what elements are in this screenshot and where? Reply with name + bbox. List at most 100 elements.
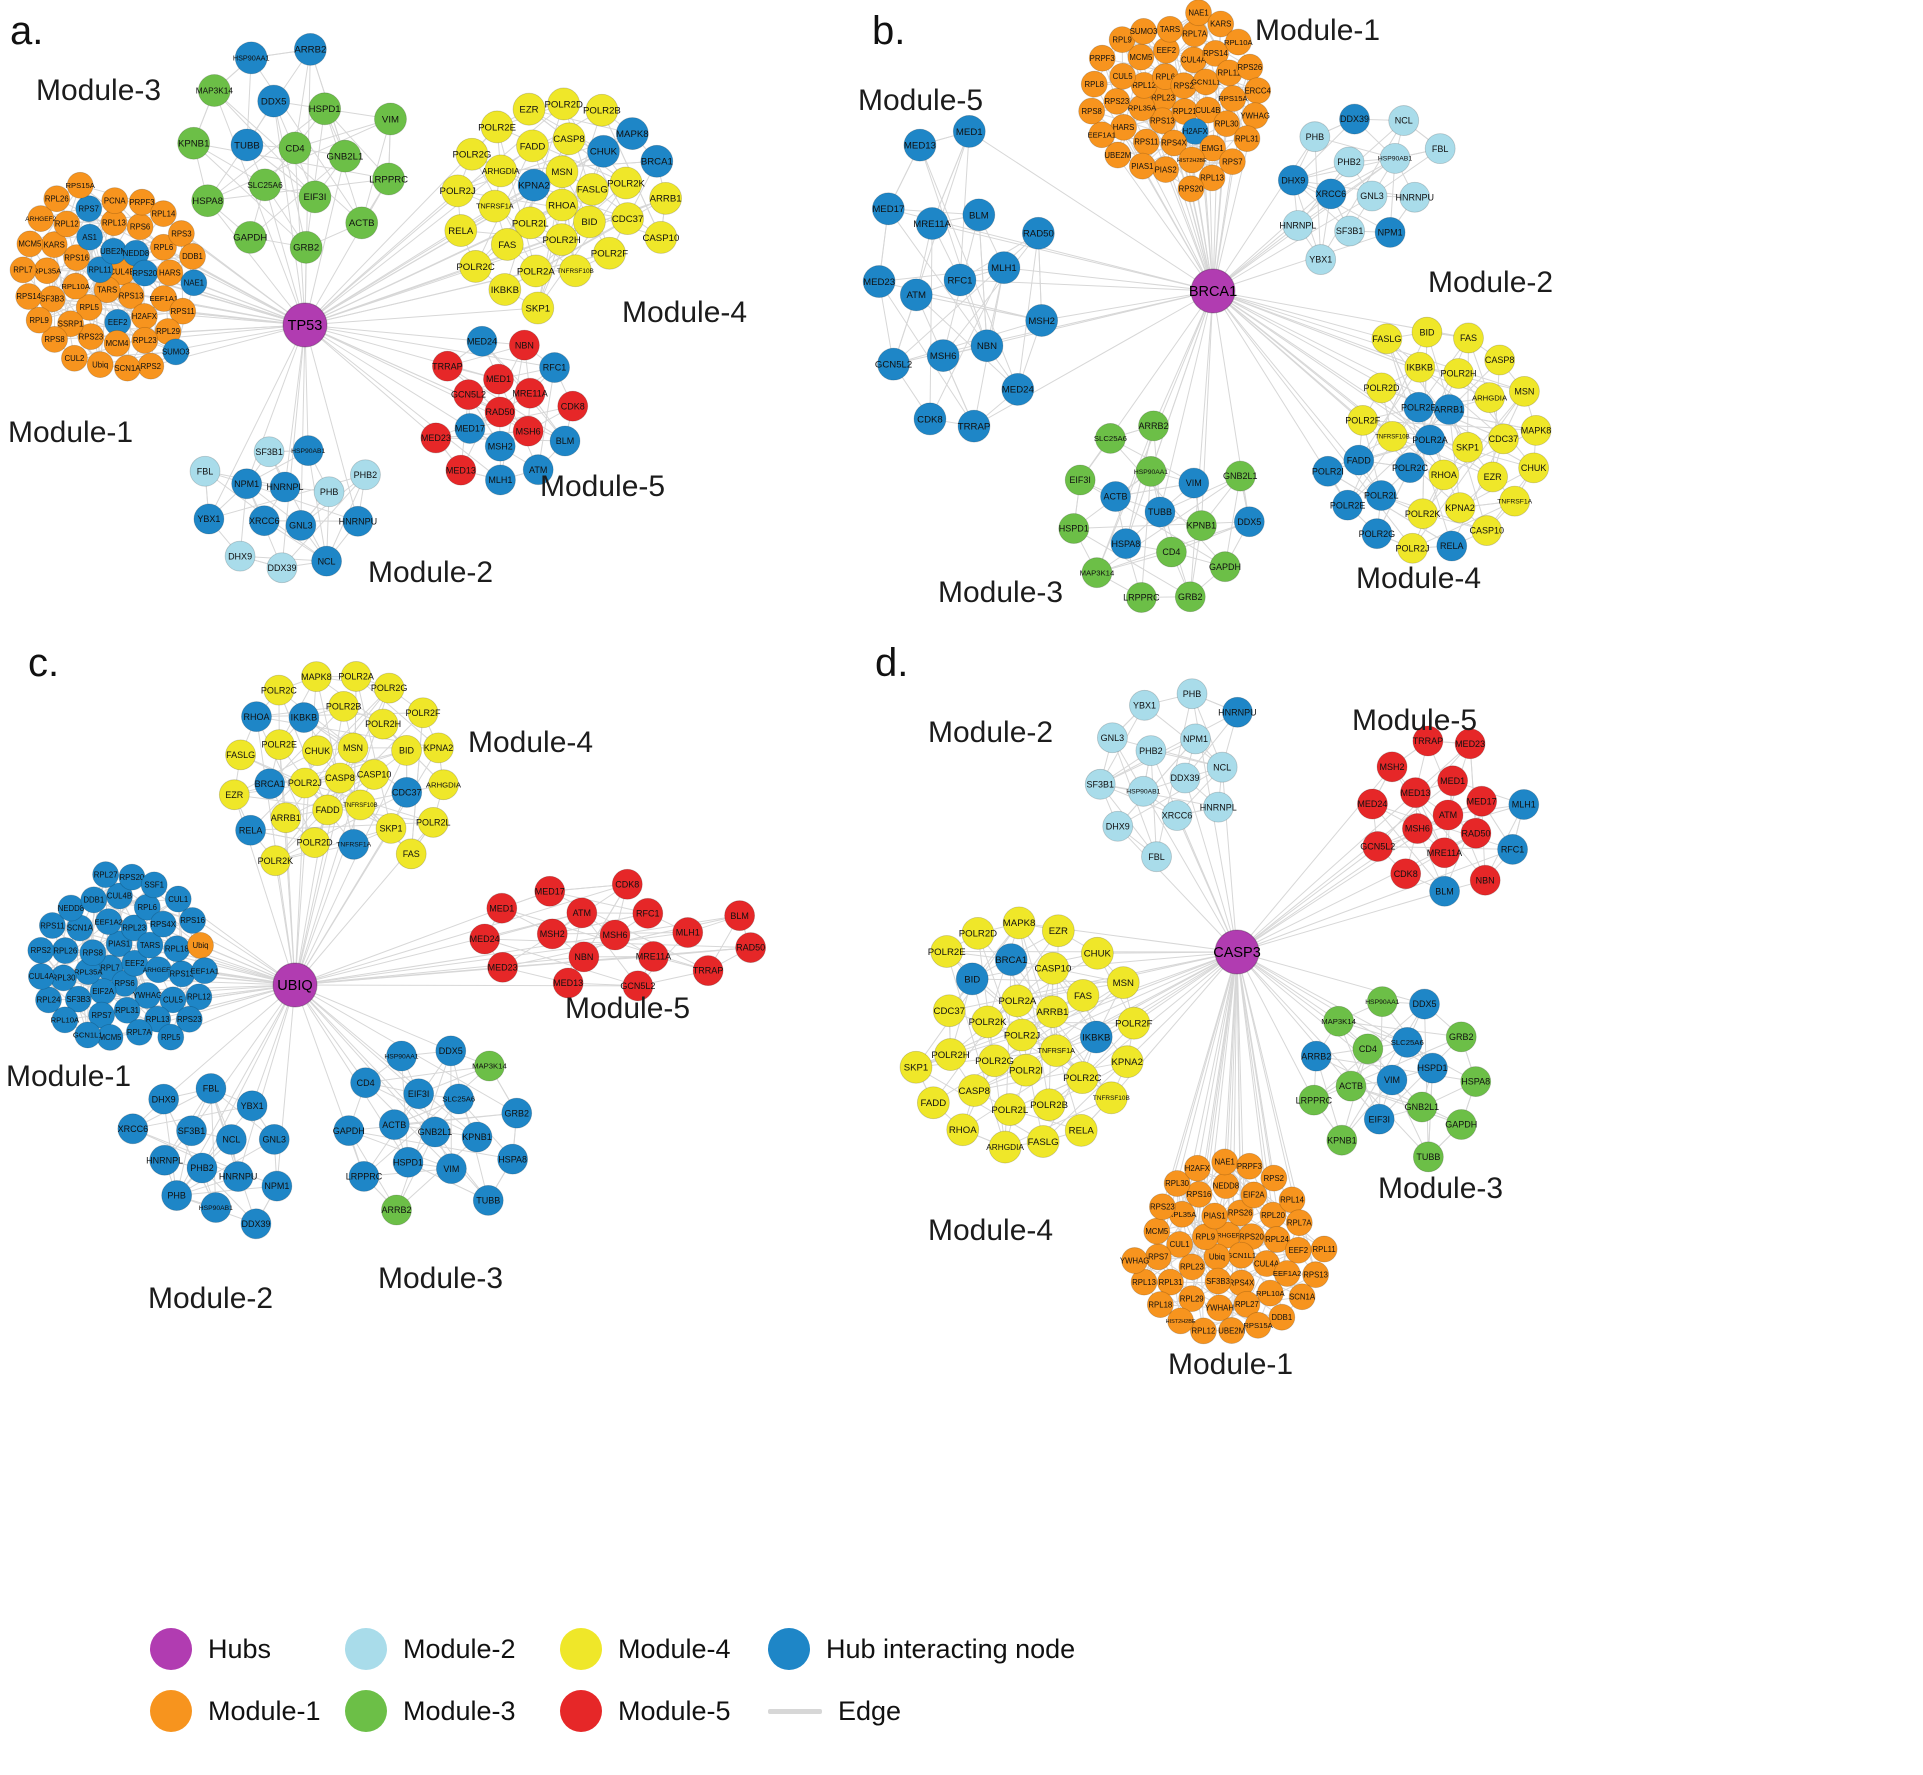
node-RPS4X[interactable]: RPS4X [149, 910, 177, 938]
node-VIM[interactable]: VIM [435, 1153, 467, 1185]
node-BID[interactable]: BID [573, 205, 606, 239]
node-CASP8[interactable]: CASP8 [552, 122, 586, 156]
node-HSPA8[interactable]: HSPA8 [1110, 528, 1142, 560]
node-RPL24[interactable]: RPL24 [1263, 1226, 1291, 1253]
node-CUL1[interactable]: CUL1 [164, 885, 192, 913]
node-MSN[interactable]: MSN [1508, 375, 1540, 407]
node-MED17[interactable]: MED17 [454, 413, 486, 444]
node-VIM[interactable]: VIM [1178, 467, 1210, 499]
node-MED1[interactable]: MED1 [486, 892, 518, 924]
node-CHUK[interactable]: CHUK [587, 134, 620, 168]
node-POLR2H[interactable]: POLR2H [365, 708, 401, 740]
node-FASLG[interactable]: FASLG [1371, 323, 1403, 355]
node-KARS[interactable]: KARS [1207, 10, 1235, 38]
node-RHOA[interactable]: RHOA [946, 1113, 980, 1147]
node-RPL13[interactable]: RPL13 [1130, 1268, 1158, 1296]
node-TNFRSF1A[interactable]: TNFRSF1A [476, 189, 514, 223]
node-ARRB2[interactable]: ARRB2 [293, 32, 327, 66]
node-ERCC4[interactable]: ERCC4 [1244, 77, 1272, 105]
node-CUL4B[interactable]: CUL4B [106, 882, 133, 910]
node-GCN5L2[interactable]: GCN5L2 [620, 970, 655, 1002]
node-RPL10A[interactable]: RPL10A [51, 1006, 80, 1034]
node-DDX5[interactable]: DDX5 [1409, 988, 1440, 1020]
node-FASLG[interactable]: FASLG [1026, 1125, 1060, 1158]
node-FAS[interactable]: FAS [1066, 979, 1100, 1012]
node-CHUK[interactable]: CHUK [301, 735, 333, 767]
node-HSPA8[interactable]: HSPA8 [497, 1143, 529, 1175]
node-POLR2G[interactable]: POLR2G [452, 137, 491, 171]
node-RPL29[interactable]: RPL29 [1178, 1285, 1206, 1313]
node-RPL31[interactable]: RPL31 [1233, 125, 1261, 153]
node-ARHGEF2[interactable]: ARHGEF2 [143, 956, 174, 984]
node-MAPK8[interactable]: MAPK8 [615, 117, 649, 150]
node-PHB[interactable]: PHB [1299, 121, 1331, 153]
node-LRPPRC[interactable]: LRPPRC [346, 1160, 383, 1192]
node-POLR2E[interactable]: POLR2E [928, 935, 966, 968]
node-GAPDH[interactable]: GAPDH [1209, 551, 1241, 583]
node-ACTB[interactable]: ACTB [1100, 481, 1131, 512]
node-MAP3K14[interactable]: MAP3K14 [472, 1050, 507, 1082]
node-FAS[interactable]: FAS [395, 838, 427, 870]
node-RPS14[interactable]: RPS14 [15, 283, 43, 310]
node-POLR2G[interactable]: POLR2G [975, 1044, 1014, 1078]
node-NEDD8[interactable]: NEDD8 [1212, 1172, 1240, 1200]
node-POLR2L[interactable]: POLR2L [416, 806, 451, 838]
node-ARRB2[interactable]: ARRB2 [381, 1194, 412, 1226]
node-KPNB1[interactable]: KPNB1 [177, 126, 211, 160]
node-MED24[interactable]: MED24 [466, 325, 498, 357]
node-MED23[interactable]: MED23 [487, 951, 519, 983]
node-HSP90AA1[interactable]: HSP90AA1 [384, 1040, 419, 1072]
node-CUL5[interactable]: CUL5 [1109, 62, 1137, 90]
node-GNB2L1[interactable]: GNB2L1 [1223, 460, 1258, 492]
node-MED13[interactable]: MED13 [903, 128, 937, 162]
node-SLC25A6[interactable]: SLC25A6 [247, 168, 283, 202]
node-RPS26[interactable]: RPS26 [1236, 53, 1264, 81]
node-LRPPRC[interactable]: LRPPRC [1123, 582, 1160, 613]
node-CUL4B[interactable]: CUL4B [1194, 96, 1222, 124]
node-PRPF3[interactable]: PRPF3 [1236, 1152, 1263, 1180]
node-CDC37[interactable]: CDC37 [391, 776, 423, 808]
node-CASP10[interactable]: CASP10 [1035, 951, 1072, 985]
node-POLR2D[interactable]: POLR2D [297, 827, 334, 858]
node-MSH2[interactable]: MSH2 [536, 918, 568, 950]
node-MSH6[interactable]: MSH6 [1402, 813, 1433, 844]
node-MED23[interactable]: MED23 [420, 422, 452, 454]
node-TUBB[interactable]: TUBB [230, 128, 264, 162]
node-POLR2C[interactable]: POLR2C [1392, 452, 1429, 484]
node-RPS4X[interactable]: RPS4X [1160, 129, 1188, 157]
node-GRB2[interactable]: GRB2 [501, 1097, 533, 1129]
node-GCN5L2[interactable]: GCN5L2 [1360, 831, 1395, 862]
node-HSP90AB1[interactable]: HSP90AB1 [1378, 142, 1412, 174]
node-RFC1[interactable]: RFC1 [943, 263, 977, 297]
node-Ubiq[interactable]: Ubiq [86, 351, 114, 378]
node-TNFRSF1A[interactable]: TNFRSF1A [336, 828, 372, 860]
node-RAD50[interactable]: RAD50 [1021, 216, 1055, 250]
node-ARHGDIA[interactable]: ARHGDIA [482, 154, 520, 188]
node-MAP3K14[interactable]: MAP3K14 [196, 74, 234, 107]
hub-BRCA1[interactable]: BRCA1 [1189, 268, 1237, 314]
node-PHB[interactable]: PHB [161, 1180, 193, 1211]
node-POLR2L[interactable]: POLR2L [1364, 480, 1399, 511]
node-RPL6[interactable]: RPL6 [150, 233, 177, 261]
node-HSP90AB1[interactable]: HSP90AB1 [291, 435, 325, 466]
node-DDX39[interactable]: DDX39 [1169, 762, 1201, 794]
node-FADD[interactable]: FADD [916, 1086, 950, 1120]
node-MED24[interactable]: MED24 [469, 923, 501, 955]
node-RPL23[interactable]: RPL23 [120, 914, 148, 942]
node-POLR2H[interactable]: POLR2H [931, 1038, 970, 1071]
node-ARHGEF2[interactable]: ARHGEF2 [25, 205, 57, 232]
node-RPL11[interactable]: RPL11 [1215, 59, 1243, 87]
node-IKBKB[interactable]: IKBKB [1079, 1020, 1113, 1054]
node-PHB[interactable]: PHB [313, 476, 345, 508]
node-TRRAP[interactable]: TRRAP [432, 350, 463, 382]
node-ARHGDIA[interactable]: ARHGDIA [426, 769, 462, 801]
node-GAPDH[interactable]: GAPDH [333, 1115, 365, 1147]
node-HSPD1[interactable]: HSPD1 [308, 92, 342, 126]
node-RPL14[interactable]: RPL14 [149, 200, 177, 228]
node-BRCA1[interactable]: BRCA1 [254, 768, 286, 800]
node-UBE2M[interactable]: UBE2M [1104, 141, 1131, 169]
node-MED23[interactable]: MED23 [1454, 728, 1486, 760]
node-RPS23[interactable]: RPS23 [1148, 1193, 1176, 1221]
node-EZR[interactable]: EZR [1477, 461, 1508, 493]
